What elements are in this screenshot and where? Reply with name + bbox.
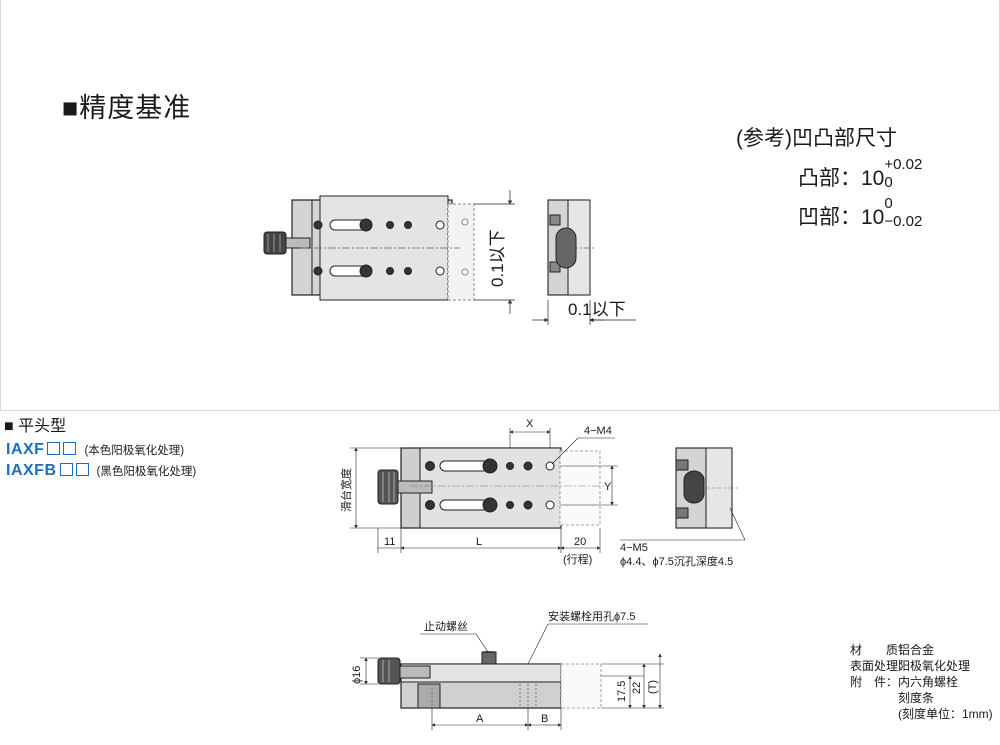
- dim-stroke: (行程): [563, 553, 592, 566]
- dim-phi16: ϕ16: [351, 666, 363, 684]
- dim-T: (T): [647, 680, 659, 694]
- flat-stage-plan-view: [350, 428, 618, 553]
- spec-row: 材 质：铝合金: [850, 643, 935, 657]
- spec-row: 表面处理：阳极氧化处理: [850, 659, 971, 673]
- flat-stage-front-view: [360, 623, 664, 730]
- precision-stage-side-view: [532, 199, 636, 325]
- precision-panel: [0, 0, 1000, 411]
- dim-x: X: [526, 418, 534, 430]
- dim-counterbore: ϕ4.4、ϕ7.5沉孔深度4.5: [620, 554, 733, 568]
- model-iaxf: IAXF(本色阳极氧化处理): [6, 441, 185, 458]
- spec-row: 刻度条: [898, 691, 935, 705]
- dim-4m5: 4−M5: [620, 542, 648, 554]
- dim-4m4: 4−M4: [584, 425, 612, 437]
- reference-title: (参考)凹凸部尺寸: [736, 127, 897, 150]
- dim-17-5: 17.5: [616, 681, 628, 702]
- dim-slide-width: 滑台宽度: [339, 468, 353, 512]
- spec-list: 材 质：铝合金 表面处理：阳极氧化处理 附 件：内六角螺栓 刻度条 (刻度单位：…: [850, 642, 993, 722]
- dim-L: L: [476, 536, 482, 548]
- spec-row: 附 件：内六角螺栓: [850, 675, 959, 689]
- dim-A: A: [476, 713, 484, 725]
- mount-hole-label: 安装螺栓用孔ϕ7.5: [548, 609, 635, 623]
- spec-row: (刻度单位：1mm): [898, 707, 993, 721]
- model-iaxfb: IAXFB(黑色阳极氧化处理): [6, 462, 197, 479]
- dim-22: 22: [631, 682, 643, 694]
- stop-screw-label: 止动螺丝: [424, 620, 468, 633]
- section-title-flat: ■ 平头型: [4, 418, 67, 435]
- dim-11: 11: [384, 536, 395, 548]
- flatness-label-horizontal: 0.1以下: [568, 300, 626, 319]
- flat-stage-side-view: [620, 447, 746, 541]
- dim-y: Y: [604, 481, 612, 493]
- section-title-precision: ■精度基准: [62, 93, 192, 123]
- precision-stage-top-view: [263, 190, 515, 314]
- dim-B: B: [541, 713, 548, 725]
- flatness-label-vertical: 0.1以下: [488, 229, 507, 287]
- dim-20: 20: [574, 536, 586, 548]
